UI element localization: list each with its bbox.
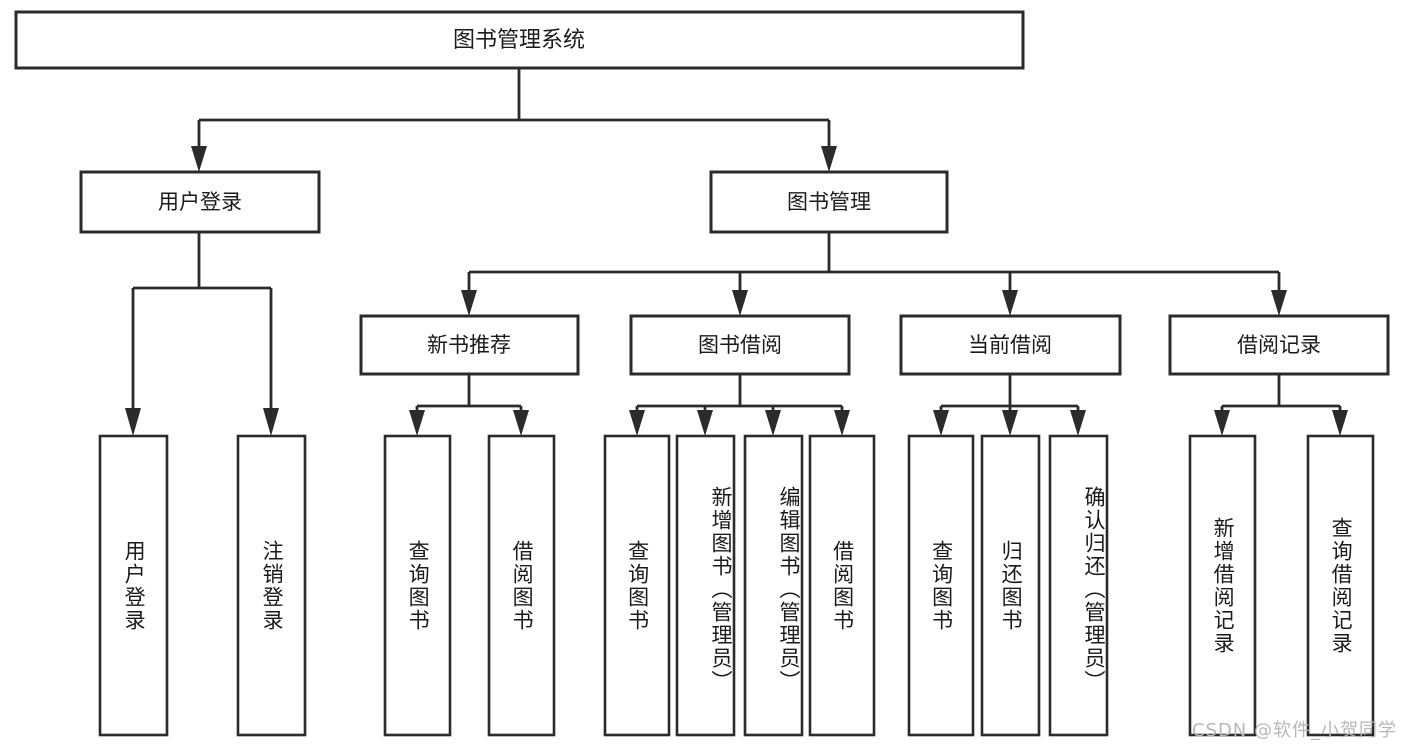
arrow-to-leaf-edit-book (765, 410, 781, 436)
edges-borrow-record-to-leaves (1214, 374, 1348, 436)
node-current-borrow-label: 当前借阅 (968, 333, 1052, 357)
node-current-borrow[interactable]: 当前借阅 (899, 314, 1122, 376)
node-new-book-rec[interactable]: 新书推荐 (359, 314, 580, 376)
node-book-borrow-box[interactable] (629, 314, 851, 376)
leaf-confirm-return-box[interactable] (1048, 434, 1109, 737)
node-book-borrow-label: 图书借阅 (698, 333, 782, 357)
node-borrow-record-label: 借阅记录 (1237, 333, 1321, 357)
leaf-borrow-book-2-box[interactable] (808, 434, 876, 737)
edges-book-borrow-to-leaves (629, 374, 850, 436)
node-book-manage-box[interactable] (709, 170, 949, 234)
arrow-to-leaf-borrow-book-2 (834, 410, 850, 436)
arrow-to-leaf-query-book-2 (629, 410, 645, 436)
edges-root-to-level2 (191, 68, 837, 172)
arrow-to-book-borrow (732, 290, 748, 316)
leaf-query-book-1-box[interactable] (383, 434, 452, 737)
leaf-user-login-box[interactable] (98, 434, 169, 737)
arrow-to-borrow-record (1271, 290, 1287, 316)
node-new-book-rec-box[interactable] (359, 314, 580, 376)
node-user-login-box[interactable] (79, 170, 321, 234)
arrow-to-user-login (191, 146, 207, 172)
node-book-manage-label: 图书管理 (787, 190, 871, 214)
edges-current-borrow-to-leaves (933, 374, 1086, 436)
arrow-to-leaf-add-book (697, 410, 713, 436)
node-book-borrow[interactable]: 图书借阅 (629, 314, 851, 376)
edges-book-manage-to-level3 (461, 232, 1287, 316)
leaf-query-book-2-box[interactable] (603, 434, 671, 737)
arrow-to-current-borrow (1002, 290, 1018, 316)
arrow-to-leaf-borrow-book-1 (513, 410, 529, 436)
node-new-book-rec-label: 新书推荐 (427, 333, 511, 357)
arrow-to-book-manage (821, 146, 837, 172)
leaf-query-record-box[interactable] (1306, 434, 1375, 737)
leaf-edit-book-box[interactable] (743, 434, 804, 737)
node-root-label: 图书管理系统 (453, 28, 585, 53)
leaf-add-book-box[interactable] (675, 434, 736, 737)
leaf-user-logout-box[interactable] (236, 434, 307, 737)
node-user-login[interactable]: 用户登录 (79, 170, 321, 234)
arrow-to-leaf-user-logout (263, 408, 279, 436)
node-borrow-record-box[interactable] (1168, 314, 1390, 376)
leaf-return-book-box[interactable] (980, 434, 1041, 737)
edges-user-login-to-leaves (125, 232, 279, 436)
arrow-to-leaf-add-record (1214, 410, 1230, 436)
leaf-borrow-book-1-box[interactable] (487, 434, 556, 737)
arrow-to-leaf-query-book-3 (933, 410, 949, 436)
leaf-boxes (98, 434, 1375, 737)
edges-new-book-rec-to-leaves (409, 374, 529, 436)
node-current-borrow-box[interactable] (899, 314, 1122, 376)
arrow-to-leaf-confirm-return (1070, 410, 1086, 436)
node-borrow-record[interactable]: 借阅记录 (1168, 314, 1390, 376)
leaf-add-record-box[interactable] (1188, 434, 1257, 737)
leaf-query-book-3-box[interactable] (907, 434, 975, 737)
csdn-watermark: CSDN @软件_小贺同学 (1191, 720, 1397, 741)
arrow-to-leaf-user-login (125, 408, 141, 436)
node-root-box[interactable] (14, 10, 1025, 70)
arrow-to-leaf-query-book-1 (409, 410, 425, 436)
arrow-to-leaf-return-book (1002, 410, 1018, 436)
arrow-to-new-book-rec (461, 290, 477, 316)
node-book-manage[interactable]: 图书管理 (709, 170, 949, 234)
node-root[interactable]: 图书管理系统 (14, 10, 1025, 70)
node-user-login-label: 用户登录 (158, 190, 242, 214)
arrow-to-leaf-query-record (1332, 410, 1348, 436)
